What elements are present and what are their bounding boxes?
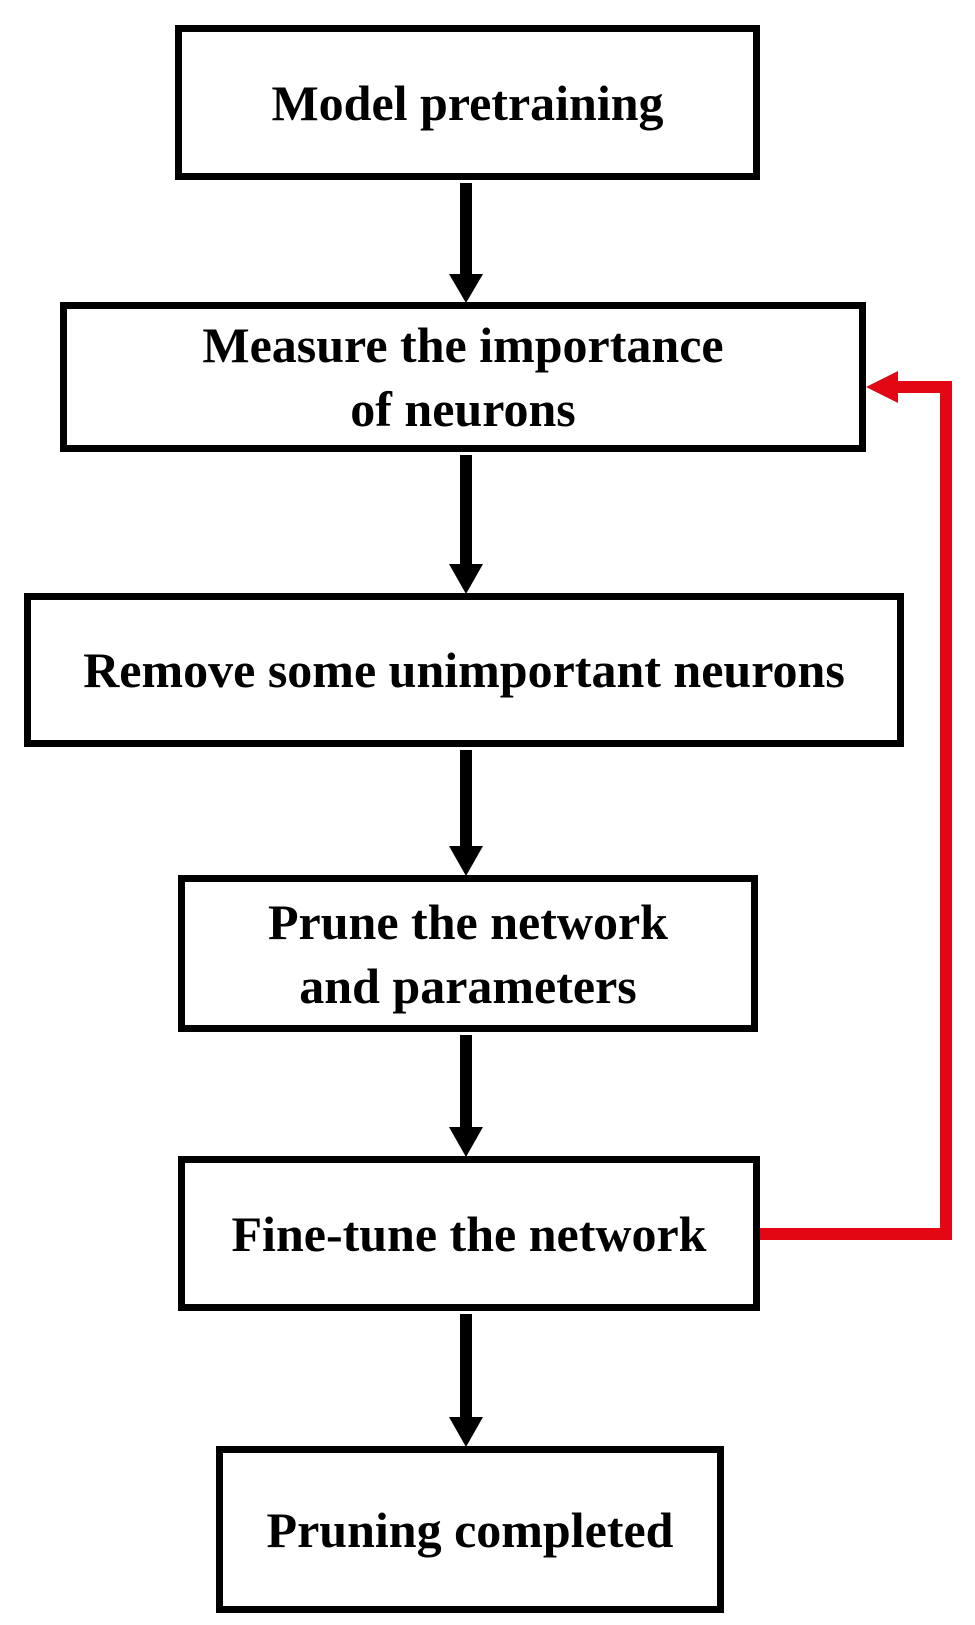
flow-arrows <box>449 183 483 1447</box>
node-label: Model pretraining <box>271 71 663 135</box>
node-pruning-completed: Pruning completed <box>216 1446 724 1613</box>
node-measure-importance: Measure the importance of neurons <box>60 302 866 452</box>
arrow-remove-to-prune-icon <box>449 750 483 876</box>
node-label-line: Fine-tune the network <box>231 1205 707 1262</box>
arrow-measure-to-remove-icon <box>449 455 483 594</box>
node-label-line: Measure the importance <box>202 317 724 373</box>
node-label: Remove some unimportant neurons <box>83 638 845 702</box>
feedback-arrow-icon <box>760 371 952 1240</box>
node-fine-tune: Fine-tune the network <box>178 1156 760 1311</box>
node-label: Prune the network and parameters <box>268 890 668 1018</box>
node-label-line: of neurons <box>350 381 576 437</box>
node-prune-network: Prune the network and parameters <box>178 875 758 1032</box>
node-label-line: and parameters <box>299 957 637 1014</box>
node-label-line: Prune the network <box>268 893 668 950</box>
node-label: Fine-tune the network <box>232 1202 707 1266</box>
node-label-line: Model pretraining <box>271 74 664 131</box>
node-label: Measure the importance of neurons <box>202 313 723 441</box>
node-label: Pruning completed <box>267 1498 674 1562</box>
arrow-model-to-measure-icon <box>449 183 483 303</box>
node-remove-neurons: Remove some unimportant neurons <box>24 593 904 747</box>
arrow-prune-to-finetune-icon <box>449 1035 483 1157</box>
node-model-pretraining: Model pretraining <box>175 25 760 180</box>
arrow-finetune-to-completed-icon <box>449 1314 483 1447</box>
node-label-line: Pruning completed <box>266 1501 674 1558</box>
node-label-line: Remove some unimportant neurons <box>83 642 845 698</box>
